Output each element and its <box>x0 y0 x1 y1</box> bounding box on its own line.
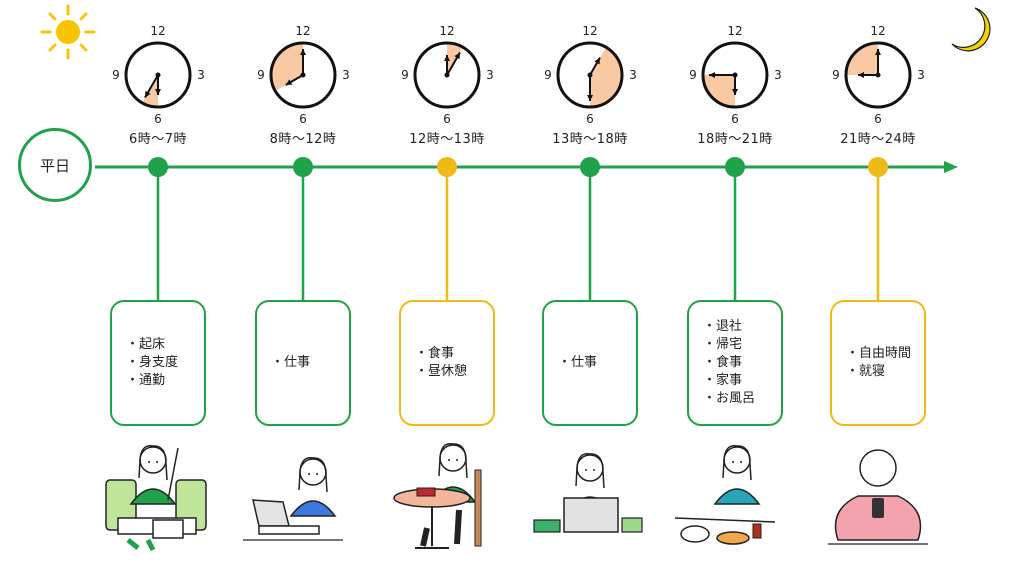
activity-card: ・自由時間・就寝 <box>830 300 926 426</box>
time-range-label: 8時〜12時 <box>269 132 337 147</box>
working-on-laptop-illustration <box>243 440 363 556</box>
timeline-node <box>148 157 168 177</box>
clock-hand-arrow <box>587 95 593 101</box>
activity-item: ・仕事 <box>271 355 311 370</box>
time-range-label: 18時〜21時 <box>697 132 773 147</box>
clock-hand-arrow <box>454 52 460 60</box>
clock-number-right: 3 <box>629 68 637 82</box>
clock-number-right: 3 <box>486 68 494 82</box>
clock-hand-arrow <box>709 72 715 78</box>
clock-number-top: 12 <box>295 25 310 38</box>
time-range-label: 6時〜7時 <box>128 132 188 147</box>
activity-item: ・自由時間 <box>846 346 912 361</box>
clock-number-top: 12 <box>439 25 454 38</box>
clock-number-bottom: 6 <box>154 112 162 125</box>
activity-item: ・帰宅 <box>703 337 743 352</box>
clock-hand-arrow <box>300 49 306 55</box>
clock-face <box>124 41 192 109</box>
clock-icon: 12 3 6 9 <box>253 24 353 126</box>
cooking-dinner-illustration <box>674 440 795 556</box>
activity-item: ・就寝 <box>846 364 886 379</box>
clock-hand-arrow <box>875 49 881 55</box>
using-smartphone-illustration <box>818 440 938 556</box>
clock-time-sector <box>846 43 878 75</box>
clock-number-bottom: 6 <box>443 112 451 125</box>
activity-item: ・お風呂 <box>703 391 756 406</box>
clock-number-bottom: 6 <box>586 112 594 125</box>
activity-item: ・身支度 <box>126 355 179 370</box>
clock-number-left: 9 <box>257 68 265 82</box>
clock-hand-arrow <box>285 79 293 85</box>
clock-number-left: 9 <box>689 68 697 82</box>
clock-face <box>413 41 481 109</box>
activity-item: ・退社 <box>703 319 743 334</box>
clock-hand-arrow <box>155 89 161 95</box>
activity-card: ・食事・昼休憩 <box>399 300 495 426</box>
clock-time-sector <box>703 75 735 107</box>
clock-number-bottom: 6 <box>299 112 307 125</box>
activity-item: ・食事 <box>415 346 455 361</box>
activity-card: ・起床・身支度・通勤 <box>110 300 206 426</box>
activity-item: ・食事 <box>703 355 743 370</box>
clock-face <box>269 41 337 109</box>
working-at-desk-illustration <box>530 440 650 556</box>
activity-item: ・仕事 <box>558 355 598 370</box>
timeline-node <box>437 157 457 177</box>
clock-number-right: 3 <box>197 68 205 82</box>
clock-hand-arrow <box>594 57 600 65</box>
clock-icon: 12 3 6 9 <box>108 24 208 126</box>
clock-number-left: 9 <box>112 68 120 82</box>
timeline-label: 平日 <box>18 128 92 202</box>
clock-face <box>701 41 769 109</box>
clock-hand-arrow <box>732 89 738 95</box>
clock-number-top: 12 <box>582 25 597 38</box>
timeline-node <box>293 157 313 177</box>
commuting-on-train-illustration <box>98 440 218 556</box>
clock-icon: 12 3 6 9 <box>828 24 928 126</box>
activity-item: ・家事 <box>703 373 743 388</box>
clock-icon: 12 3 6 9 <box>540 24 640 126</box>
timeline-node <box>868 157 888 177</box>
time-range-label: 21時〜24時 <box>840 132 916 147</box>
clock-icon: 12 3 6 9 <box>397 24 497 126</box>
timeline-node <box>580 157 600 177</box>
clock-number-right: 3 <box>774 68 782 82</box>
clock-number-top: 12 <box>870 25 885 38</box>
clock-hand-arrow <box>145 90 151 98</box>
time-range-label: 12時〜13時 <box>409 132 485 147</box>
clock-number-bottom: 6 <box>874 112 882 125</box>
clock-number-right: 3 <box>917 68 925 82</box>
clock-number-left: 9 <box>832 68 840 82</box>
clock-hand-arrow <box>858 72 864 78</box>
activity-card: ・仕事 <box>542 300 638 426</box>
activity-item: ・起床 <box>126 337 166 352</box>
sun-icon <box>40 4 96 60</box>
clock-number-bottom: 6 <box>731 112 739 125</box>
lunch-at-cafe-table-illustration <box>387 440 507 556</box>
timeline-axis <box>95 161 958 173</box>
activity-item: ・通勤 <box>126 373 166 388</box>
clock-number-left: 9 <box>544 68 552 82</box>
clock-icon: 12 3 6 9 <box>685 24 785 126</box>
clock-face <box>556 41 624 109</box>
moon-icon <box>951 7 991 52</box>
time-range-label: 13時〜18時 <box>552 132 628 147</box>
timeline-node <box>725 157 745 177</box>
activity-item: ・昼休憩 <box>415 364 468 379</box>
clock-number-left: 9 <box>401 68 409 82</box>
clock-hand-arrow <box>444 55 450 61</box>
activity-card: ・退社・帰宅・食事・家事・お風呂 <box>687 300 783 426</box>
activity-card: ・仕事 <box>255 300 351 426</box>
clock-number-top: 12 <box>727 25 742 38</box>
clock-face <box>844 41 912 109</box>
clock-number-top: 12 <box>150 25 165 38</box>
clock-number-right: 3 <box>342 68 350 82</box>
